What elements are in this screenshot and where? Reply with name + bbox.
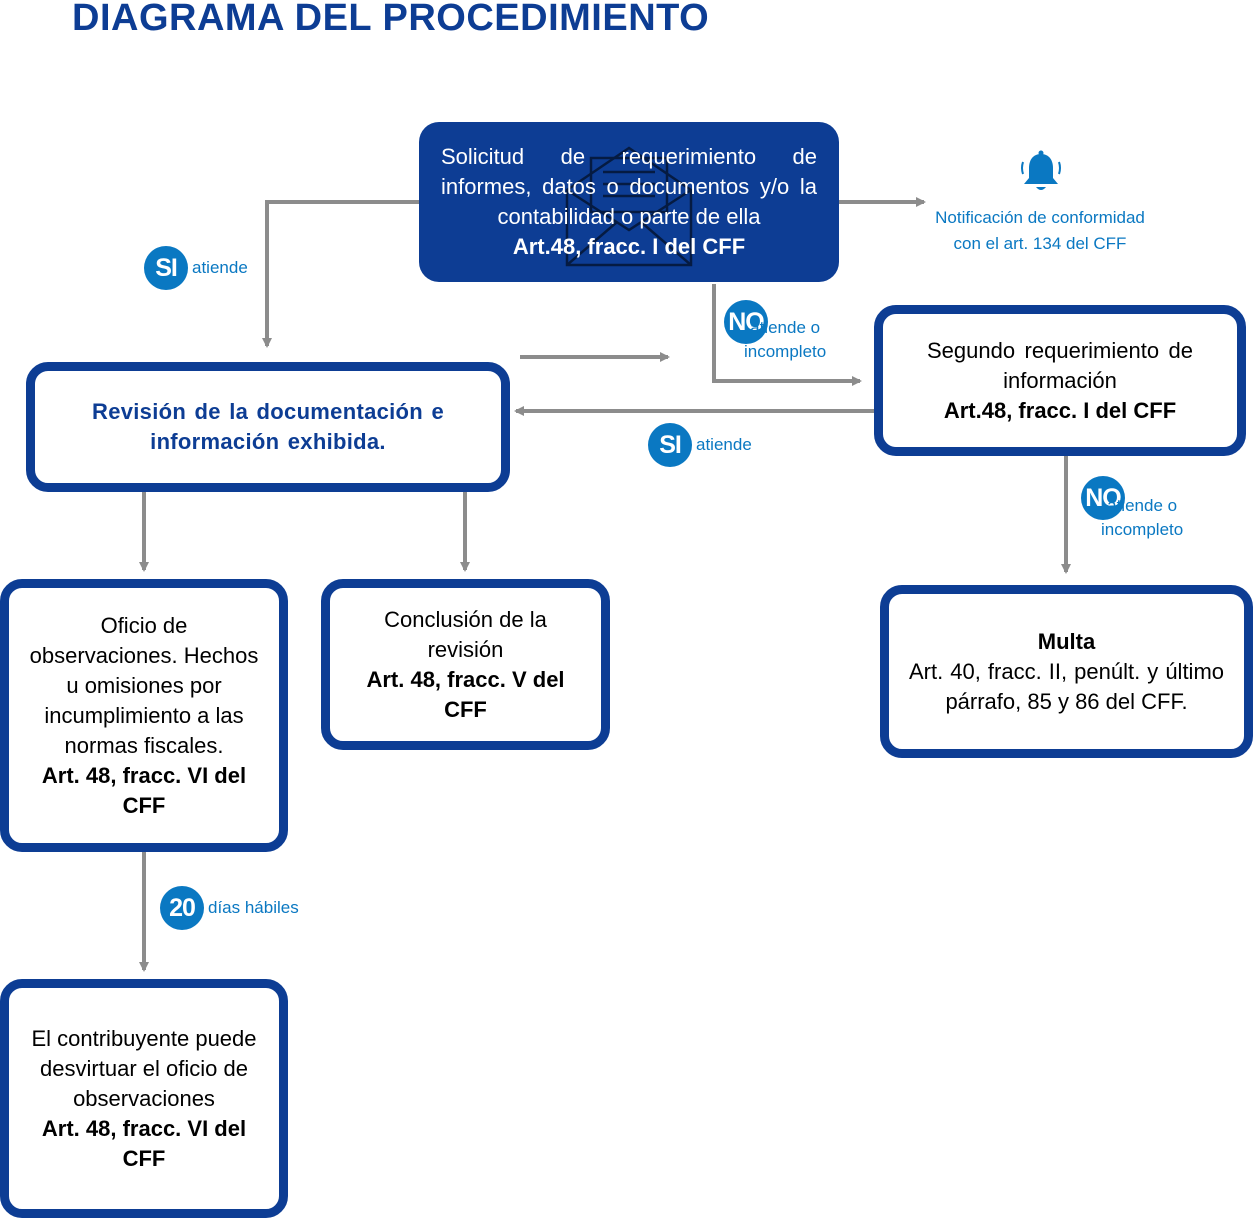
envelope-icon <box>565 146 693 267</box>
no-badge: NO <box>724 300 768 344</box>
notification-text: Notificación de conformidad con el art. … <box>935 208 1145 253</box>
node-conclusion: Conclusión de la revisión Art. 48, fracc… <box>321 579 610 750</box>
oficio-text: Oficio de observaciones. Hechos u omisio… <box>29 612 259 758</box>
node-contribuyente: El contribuyente puede desvirtuar el ofi… <box>0 979 288 1218</box>
node-solicitud: Solicitud de requerimiento de informes, … <box>419 122 839 282</box>
node-multa: Multa Art. 40, fracc. II, penúlt. y últi… <box>880 585 1253 758</box>
no-label-text: atiende o incompleto <box>744 318 827 361</box>
revision-text: Revisión de la documentación e informaci… <box>92 399 444 454</box>
page-title: DIAGRAMA DEL PROCEDIMIENTO <box>72 0 710 39</box>
label-no-atiende-1: NO atiende o incompleto <box>724 300 826 364</box>
si-badge: SI <box>648 423 692 467</box>
dias-badge: 20 <box>160 886 204 930</box>
node-revision: Revisión de la documentación e informaci… <box>26 362 510 492</box>
conclusion-ref: Art. 48, fracc. V del CFF <box>366 666 565 722</box>
solicitud-text: Solicitud de requerimiento de informes, … <box>441 144 817 229</box>
no-badge: NO <box>1081 476 1125 520</box>
si-label-text: atiende <box>696 435 752 454</box>
contribuyente-ref: Art. 48, fracc. VI del CFF <box>41 1115 247 1171</box>
label-si-atiende-2: SI atiende <box>648 423 752 467</box>
multa-text: Art. 40, fracc. II, penúlt. y último pár… <box>909 658 1224 714</box>
si-label-text: atiende <box>192 258 248 277</box>
node-oficio: Oficio de observaciones. Hechos u omisio… <box>0 579 288 852</box>
multa-heading: Multa <box>1037 628 1096 654</box>
segundo-text: Segundo requerimiento de información <box>927 337 1193 393</box>
contribuyente-text: El contribuyente puede desvirtuar el ofi… <box>31 1025 257 1111</box>
bell-icon <box>1021 150 1061 190</box>
node-segundo: Segundo requerimiento de información Art… <box>874 305 1246 456</box>
dias-label-text: días hábiles <box>208 898 299 917</box>
no-label-text: atiende o incompleto <box>1101 496 1184 539</box>
label-si-atiende-1: SI atiende <box>144 246 248 290</box>
solicitud-ref: Art.48, fracc. I del CFF <box>512 234 746 259</box>
connector-solicitud-to-segundo <box>712 284 862 386</box>
label-no-atiende-2: NO atiende o incompleto <box>1081 476 1183 542</box>
segundo-ref: Art.48, fracc. I del CFF <box>943 397 1177 423</box>
oficio-ref: Art. 48, fracc. VI del CFF <box>41 762 247 818</box>
connector-solicitud-to-revision <box>262 200 420 348</box>
conclusion-text: Conclusión de la revisión <box>384 606 547 662</box>
si-badge: SI <box>144 246 188 290</box>
label-dias-habiles: 20 días hábiles <box>160 886 299 930</box>
